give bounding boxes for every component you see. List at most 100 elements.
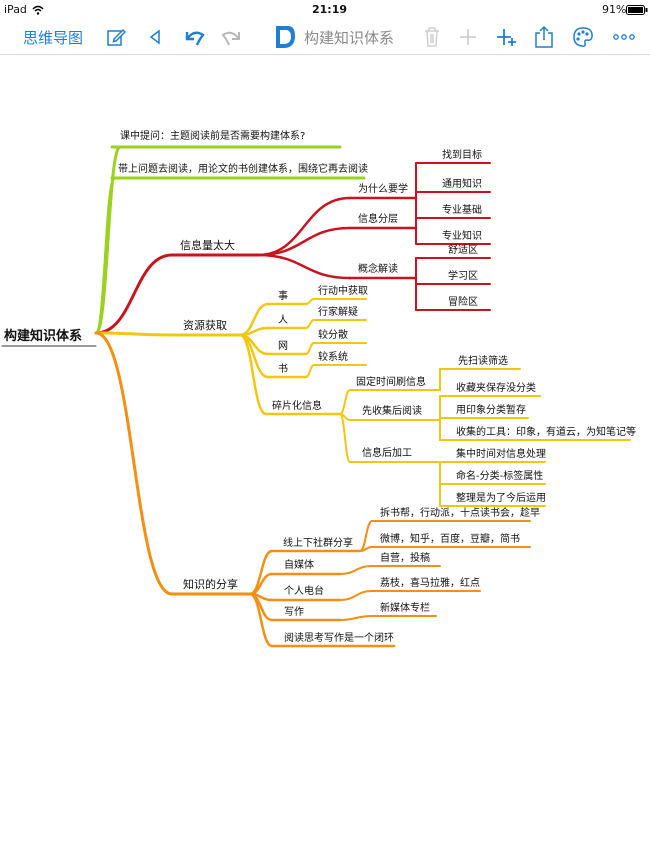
node-zone-child[interactable]: 学习区 <box>448 269 478 282</box>
node-fixed-time[interactable]: 固定时间刷信息 <box>356 375 426 388</box>
node-writing[interactable]: 写作 <box>284 606 304 618</box>
connector <box>339 389 351 415</box>
more-button[interactable] <box>610 20 638 54</box>
redo-button[interactable] <box>218 20 244 54</box>
toolbar: 思维导图 构建知识体系 <box>0 20 650 55</box>
node-question[interactable]: 课中提问：主题阅读前是否需要构建体系? <box>120 129 305 142</box>
connector <box>305 364 315 378</box>
node-process-child[interactable]: 命名-分类-标签属性 <box>456 469 543 482</box>
node-zone-child[interactable]: 舒适区 <box>448 243 478 256</box>
connector <box>256 196 352 257</box>
node-why-learn-child[interactable]: 找到目标 <box>442 148 482 161</box>
prev-icon <box>149 29 160 45</box>
node-share[interactable]: 知识的分享 <box>183 577 238 591</box>
theme-icon <box>573 27 593 47</box>
connector <box>94 253 174 335</box>
node-resource-type[interactable]: 书 <box>278 363 288 375</box>
node-resource-type[interactable]: 人 <box>278 314 288 326</box>
node-community-child[interactable]: 拆书帮，行动派，十点读书会，趁早 <box>380 506 540 519</box>
more-icon <box>613 34 635 40</box>
mindmap-canvas[interactable]: 构建知识体系 课中提问：主题阅读前是否需要构建体系? 带上问题去阅读，用论文的书创建… <box>0 56 650 867</box>
node-radio[interactable]: 个人电台 <box>284 584 324 597</box>
node-collect-child[interactable]: 收藏夹保存没分类 <box>456 381 536 394</box>
node-writing-child[interactable]: 新媒体专栏 <box>380 601 430 614</box>
add-child-button[interactable] <box>494 20 520 54</box>
node-resource-type[interactable]: 网 <box>278 340 288 352</box>
node-why-learn[interactable]: 为什么要学 <box>358 182 408 195</box>
connector <box>305 319 315 329</box>
connector <box>256 226 352 257</box>
node-fixed-time-child[interactable]: 先扫读筛选 <box>458 354 508 367</box>
connector <box>359 546 373 552</box>
node-community[interactable]: 线上下社群分享 <box>283 536 353 549</box>
connector <box>248 549 274 596</box>
device-name: iPad <box>4 3 27 16</box>
add-icon <box>460 29 476 45</box>
doc-title-button[interactable]: 构建知识体系 <box>304 20 394 54</box>
document-button[interactable] <box>272 20 298 54</box>
node-zone-child[interactable]: 冒险区 <box>448 295 478 308</box>
node-info-overload[interactable]: 信息量太大 <box>180 238 235 252</box>
connector <box>94 331 174 337</box>
add-button[interactable] <box>456 20 480 54</box>
connector <box>94 145 122 335</box>
undo-icon <box>185 31 205 46</box>
doc-icon <box>276 26 295 48</box>
battery-icon <box>626 5 648 15</box>
node-process-child[interactable]: 集中时间对信息处理 <box>456 447 546 460</box>
node-answer[interactable]: 带上问题去阅读，用论文的书创建体系，围绕它再去阅读 <box>118 162 368 175</box>
node-resource[interactable]: 资源获取 <box>183 318 227 332</box>
node-resource-type[interactable]: 事 <box>278 289 288 302</box>
app-title-button[interactable]: 思维导图 <box>22 20 84 54</box>
node-concept[interactable]: 概念解读 <box>358 262 398 275</box>
node-closed-loop[interactable]: 阅读思考写作是一个闭环 <box>284 631 394 644</box>
node-collect-read[interactable]: 先收集后阅读 <box>362 404 422 417</box>
connector <box>94 176 117 335</box>
node-process-child[interactable]: 整理是为了今后运用 <box>456 491 546 504</box>
wifi-icon <box>32 5 44 15</box>
connector <box>238 326 270 337</box>
node-radio-child[interactable]: 荔枝，喜马拉雅，红点 <box>380 576 480 589</box>
node-resource-note[interactable]: 较分散 <box>318 328 348 341</box>
prev-button[interactable] <box>144 20 166 54</box>
node-resource-note[interactable]: 行动中获取 <box>318 284 368 297</box>
connector <box>339 615 373 621</box>
trash-button[interactable] <box>420 20 444 54</box>
theme-button[interactable] <box>570 20 596 54</box>
connector <box>305 298 315 305</box>
connector <box>238 333 268 416</box>
node-self-media-child[interactable]: 自营，投稿 <box>380 551 430 564</box>
connector <box>305 342 315 355</box>
node-community-child[interactable]: 微博，知乎，百度，豆瓣，简书 <box>380 532 520 545</box>
node-collect-child[interactable]: 用印象分类暂存 <box>456 403 526 416</box>
node-collect-child[interactable]: 收集的工具：印象，有道云，为知笔记等 <box>456 425 636 438</box>
connector <box>339 565 373 575</box>
undo-button[interactable] <box>182 20 208 54</box>
share-button[interactable] <box>532 20 556 54</box>
clock: 21:19 <box>312 3 348 16</box>
connector <box>94 331 174 596</box>
share-icon <box>535 25 553 48</box>
status-bar: iPad 21:19 91% <box>0 0 650 20</box>
connector <box>248 592 274 648</box>
connector <box>238 333 270 379</box>
connector <box>339 413 351 463</box>
node-post-process[interactable]: 信息后加工 <box>362 446 412 459</box>
node-layer-child[interactable]: 专业知识 <box>442 229 482 242</box>
connector <box>256 253 352 280</box>
trash-icon <box>425 27 439 47</box>
edit-icon <box>107 28 126 46</box>
connector <box>339 590 373 601</box>
battery-percent: 91% <box>602 3 627 16</box>
node-layer-child[interactable]: 专业基础 <box>442 203 482 216</box>
redo-icon <box>221 31 240 46</box>
node-layer-child[interactable]: 通用知识 <box>442 177 482 190</box>
node-fragment-info[interactable]: 碎片化信息 <box>272 399 322 412</box>
node-self-media[interactable]: 自媒体 <box>284 558 314 571</box>
node-resource-note[interactable]: 行家解疑 <box>318 305 358 318</box>
mindmap-root[interactable]: 构建知识体系 <box>4 328 82 344</box>
edit-button[interactable] <box>104 20 128 54</box>
node-info-layers[interactable]: 信息分层 <box>358 212 398 225</box>
doc-title: 构建知识体系 <box>304 28 395 47</box>
node-resource-note[interactable]: 较系统 <box>318 350 348 363</box>
